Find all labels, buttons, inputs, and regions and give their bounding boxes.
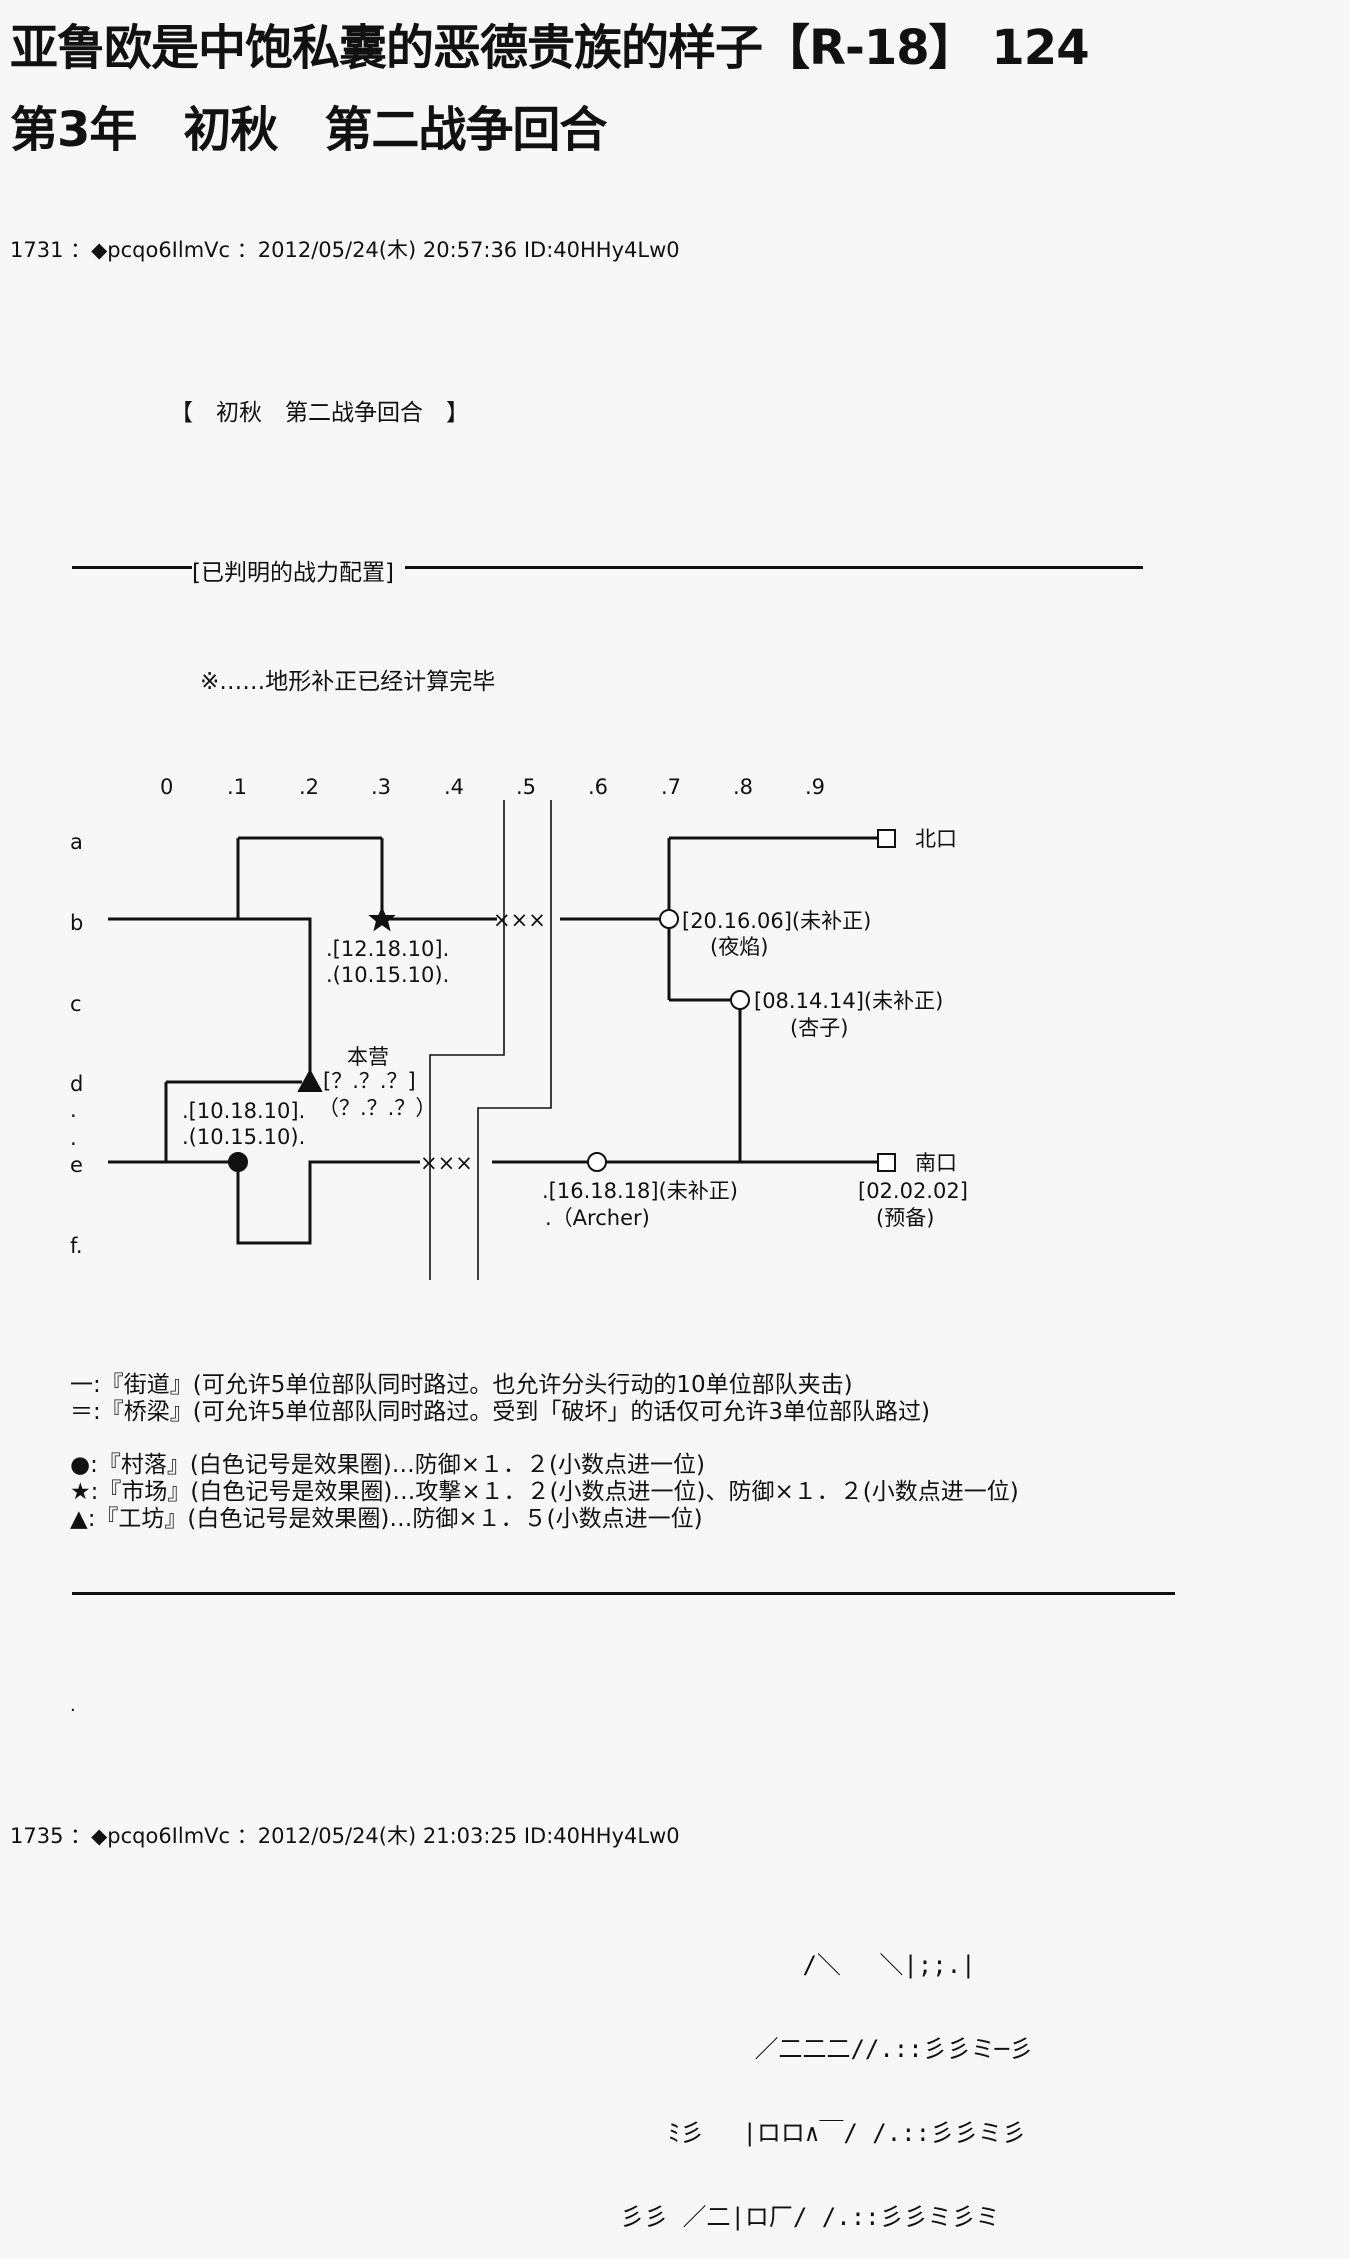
col-label: .2 bbox=[299, 775, 319, 799]
post-header: 1731 ：◆pcqo6IlmVc ：2012/05/24(木) 20:57:3… bbox=[10, 238, 680, 262]
bottom-divider bbox=[72, 1592, 1175, 1595]
bridge bbox=[429, 800, 505, 1280]
reserve-name: (预备) bbox=[876, 1206, 934, 1230]
col-label: .1 bbox=[227, 775, 247, 799]
page-title: 亚鲁欧是中饱私囊的恶德贵族的样子【R-18】 124 bbox=[10, 20, 1090, 76]
row-label: d bbox=[70, 1072, 83, 1096]
row-label: a bbox=[70, 830, 83, 854]
post-header: 1735 ：◆pcqo6IlmVc ：2012/05/24(木) 21:03:2… bbox=[10, 1824, 680, 1848]
col-label: .6 bbox=[588, 775, 608, 799]
legend-road: 一:『街道』(可允许5单位部队同时路过。也允许分头行动的10单位部队夹击) bbox=[70, 1372, 853, 1398]
ascii-art-line: /＼ ＼|;;.| bbox=[620, 1951, 976, 1979]
ascii-art-line: 彡彡 ／二|ロ厂/ /.::彡彡ミ彡ミ bbox=[620, 2203, 1000, 2231]
legend-market: ★:『市场』(白色记号是效果圈)…攻撃×１．２(小数点进一位)、防御×１．２(小… bbox=[70, 1479, 1019, 1505]
crossing-marks: ××× bbox=[493, 908, 546, 932]
col-label: .8 bbox=[733, 775, 753, 799]
unit-circle-icon bbox=[587, 1152, 607, 1172]
unit-circle-icon bbox=[659, 909, 679, 929]
workshop-triangle-icon bbox=[297, 1068, 323, 1092]
row-label: . bbox=[70, 1098, 77, 1122]
legend-village: ●:『村落』(白色记号是效果圈)…防御×１．２(小数点进一位) bbox=[70, 1452, 705, 1478]
road bbox=[108, 1080, 420, 1245]
exit-square-icon bbox=[877, 1153, 896, 1172]
row-labels: a b c d . . e f. bbox=[70, 830, 83, 1258]
row-label: c bbox=[70, 992, 82, 1016]
market-stats: .(10.15.10). bbox=[326, 963, 449, 987]
col-label: .5 bbox=[516, 775, 536, 799]
page-subtitle: 第3年 初秋 第二战争回合 bbox=[10, 102, 607, 158]
ascii-art-line: ／二二二//.::彡彡ミ─彡 bbox=[620, 2035, 1034, 2063]
col-label: .9 bbox=[805, 775, 825, 799]
village-circle-icon bbox=[228, 1152, 248, 1172]
divider-line bbox=[405, 566, 1143, 569]
col-label: .7 bbox=[661, 775, 681, 799]
markers bbox=[228, 829, 896, 1172]
dot-mark: . bbox=[70, 1695, 76, 1716]
roads bbox=[108, 836, 878, 1245]
south-exit-label: 南口 bbox=[915, 1151, 957, 1175]
col-label: .3 bbox=[371, 775, 391, 799]
divider-label: [已判明的战力配置] bbox=[192, 560, 394, 586]
village-stats: .(10.15.10). bbox=[182, 1125, 305, 1149]
exit-square-icon bbox=[877, 829, 896, 848]
row-label: . bbox=[70, 1126, 77, 1150]
ascii-art-line: ﾐ彡 |ロロ∧￣/ /.::彡彡ミ彡 bbox=[620, 2119, 1027, 2147]
north-exit-label: 北口 bbox=[915, 827, 957, 851]
hq-stats: [？.？.？] bbox=[323, 1069, 416, 1093]
crossing-marks: ××× bbox=[420, 1151, 473, 1175]
market-stats: .[12.18.10]. bbox=[326, 937, 449, 961]
unit-circle-icon bbox=[730, 990, 750, 1010]
unit-anzu-name: (杏子) bbox=[790, 1016, 848, 1040]
market-star-icon bbox=[368, 906, 396, 932]
bridges bbox=[429, 800, 552, 1280]
unit-yan-stats: [20.16.06](未补正) bbox=[682, 909, 871, 933]
hq-stats: （？.？.？） bbox=[318, 1096, 436, 1120]
unit-archer-name: .（Archer) bbox=[545, 1206, 650, 1230]
hq-label: 本营 bbox=[347, 1045, 389, 1069]
col-label: 0 bbox=[160, 775, 173, 799]
ascii-art: /＼ ＼|;;.| ／二二二//.::彡彡ミ─彡 ﾐ彡 |ロロ∧￣/ /.::彡… bbox=[620, 1895, 1033, 2259]
unit-archer-stats: .[16.18.18](未补正) bbox=[542, 1179, 738, 1203]
village-stats: .[10.18.10]. bbox=[182, 1099, 305, 1123]
legend-bridge: ＝:『桥梁』(可允许5单位部队同时路过。受到「破坏」的话仅可允许3单位部队路过) bbox=[70, 1399, 930, 1425]
unit-yan-name: (夜焰) bbox=[710, 935, 768, 959]
road bbox=[108, 836, 497, 1082]
column-labels: 0 .1 .2 .3 .4 .5 .6 .7 .8 .9 bbox=[160, 775, 825, 799]
battle-map: 0 .1 .2 .3 .4 .5 .6 .7 .8 .9 a b c d . .… bbox=[70, 775, 968, 1280]
section-title: 【 初秋 第二战争回合 】 bbox=[170, 400, 469, 426]
divider-line bbox=[72, 566, 192, 569]
row-label: f. bbox=[70, 1234, 83, 1258]
row-label: e bbox=[70, 1153, 83, 1177]
unit-anzu-stats: [08.14.14](未补正) bbox=[754, 989, 943, 1013]
bridge bbox=[477, 800, 552, 1280]
row-label: b bbox=[70, 911, 83, 935]
reserve-stats: [02.02.02] bbox=[858, 1179, 968, 1203]
terrain-note: ※……地形补正已经计算完毕 bbox=[200, 669, 496, 695]
col-label: .4 bbox=[444, 775, 464, 799]
legend-workshop: ▲:『工坊』(白色记号是效果圈)…防御×１．５(小数点进一位) bbox=[70, 1506, 703, 1532]
